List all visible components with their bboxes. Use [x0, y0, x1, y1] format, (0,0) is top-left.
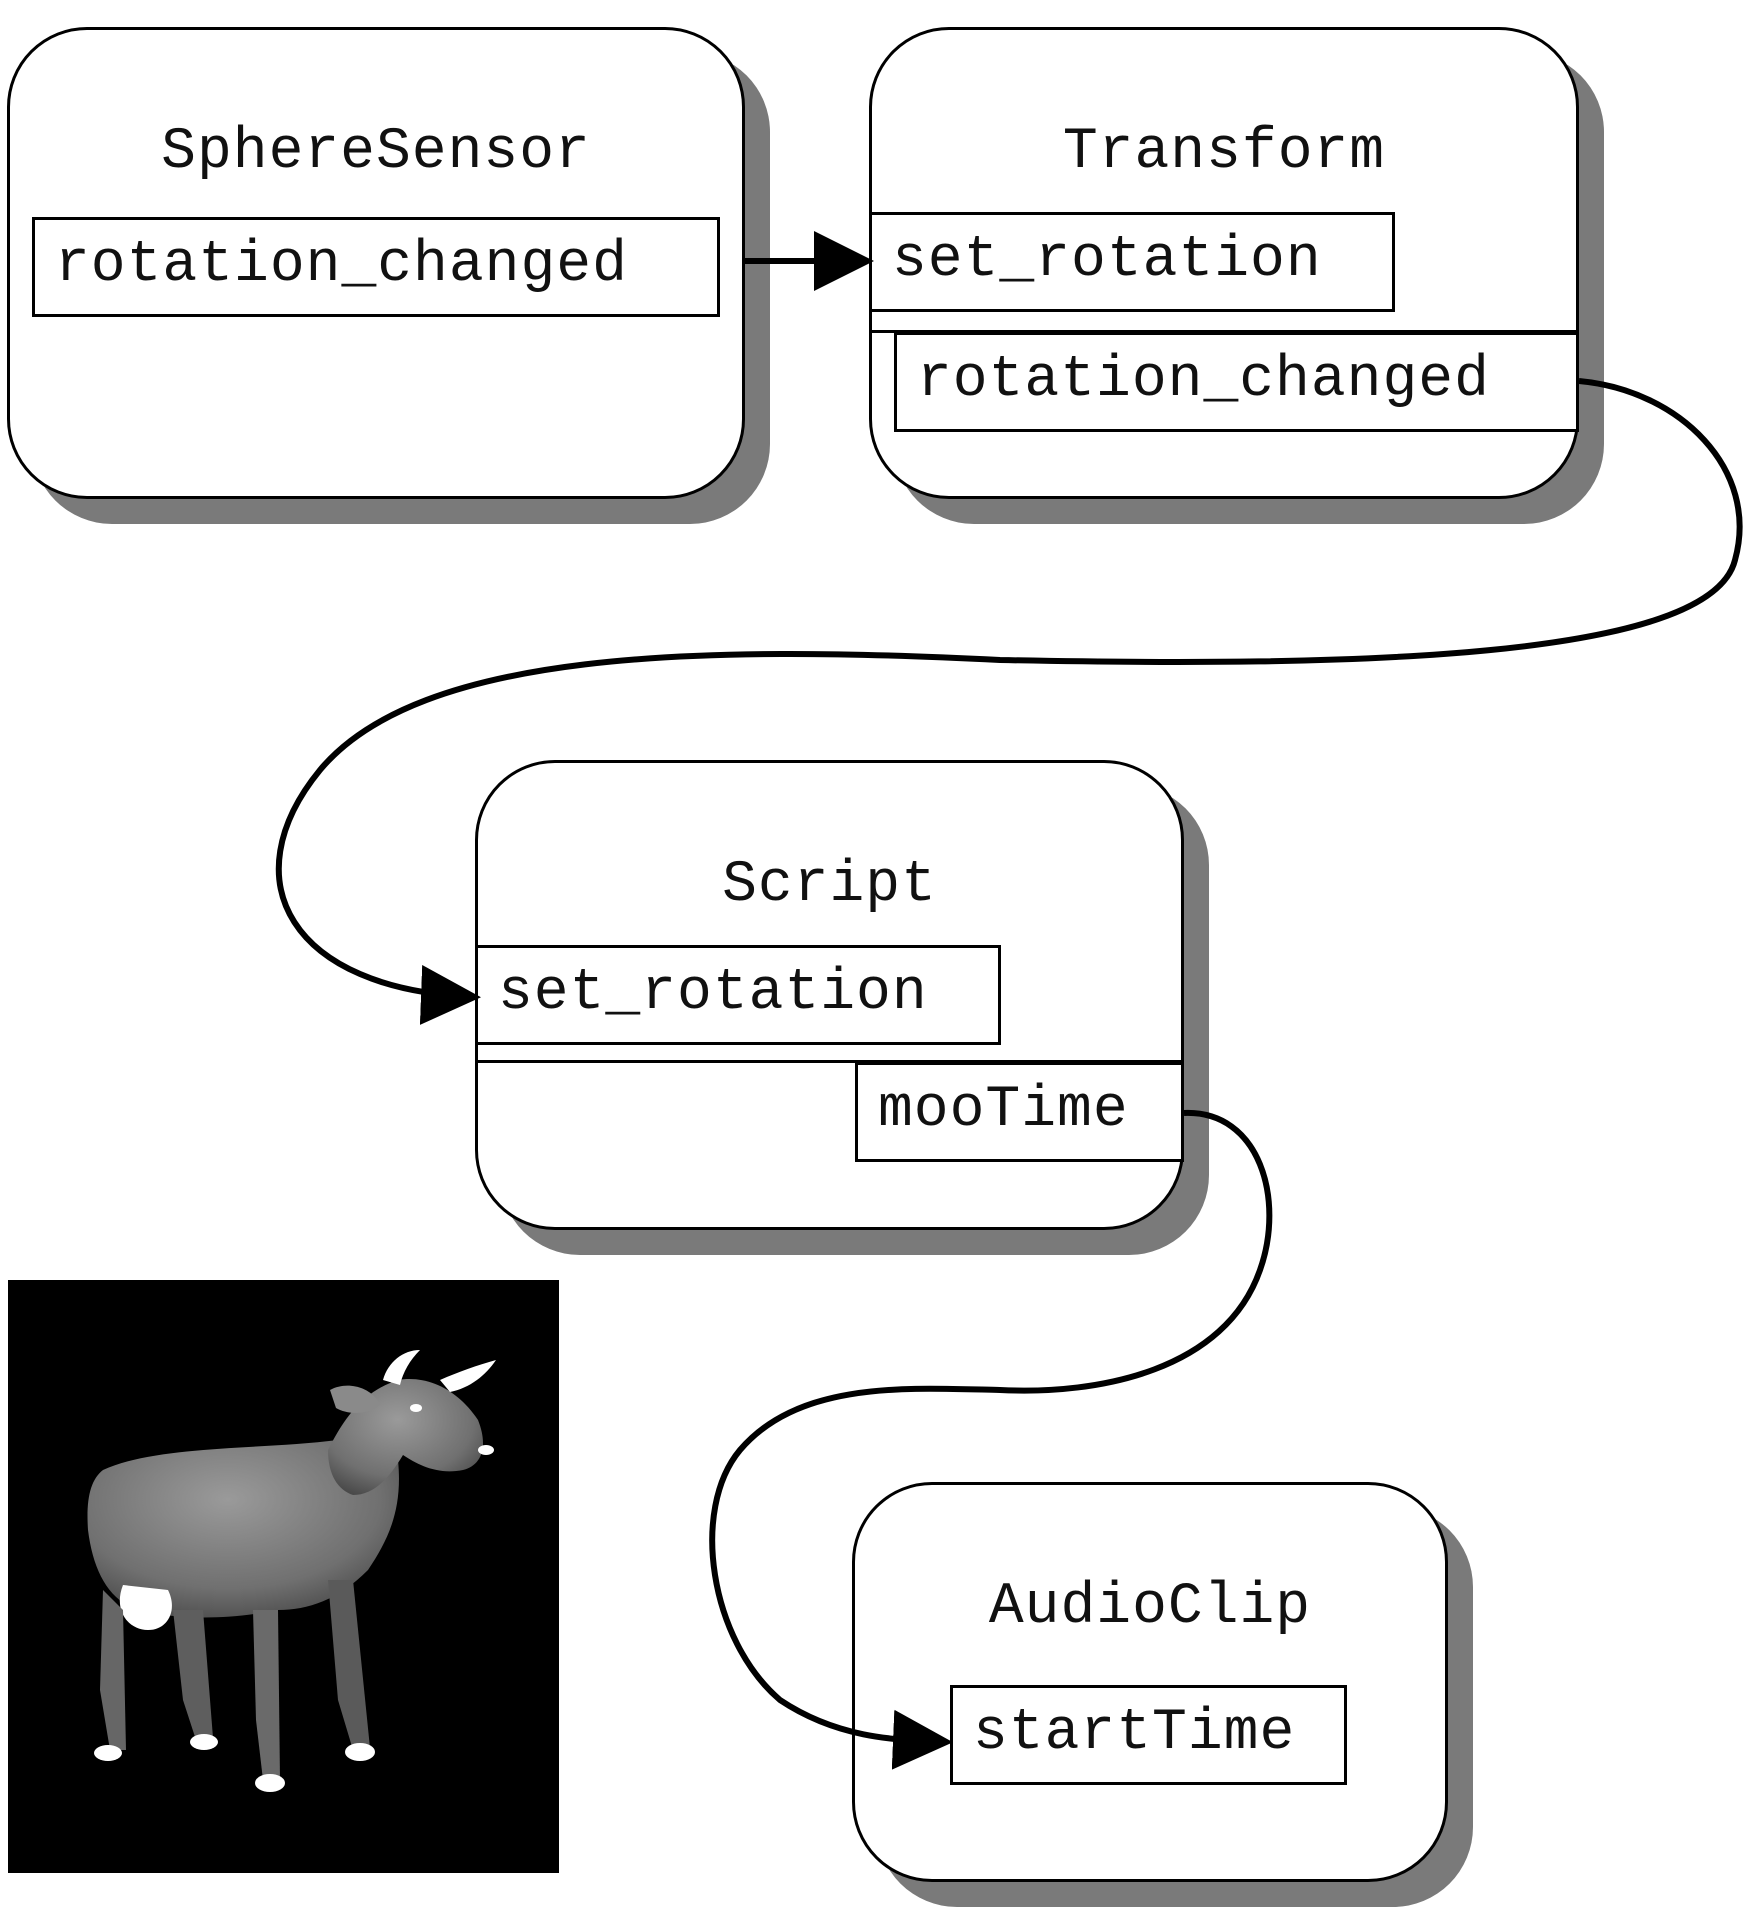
sphere-sensor-node: SphereSensor rotation_changed: [7, 27, 745, 499]
transform-title: Transform: [1062, 120, 1386, 185]
transform-divider: [869, 330, 1579, 333]
audio-clip-title: AudioClip: [988, 1575, 1312, 1640]
transform-node: Transform set_rotation rotation_changed: [869, 27, 1579, 499]
transform-rotation-changed-field: rotation_changed: [894, 332, 1579, 432]
route-transform-to-script: [275, 378, 1743, 1025]
script-set-rotation-field: set_rotation: [475, 945, 1001, 1045]
cow-image: [8, 1280, 559, 1873]
sphere-sensor-title: SphereSensor: [161, 120, 591, 185]
cow-icon: [87, 1350, 496, 1792]
route-script-to-audioclip: [709, 1109, 1273, 1770]
sphere-sensor-rotation-changed-field: rotation_changed: [32, 217, 720, 317]
audio-clip-starttime-field: startTime: [950, 1685, 1347, 1785]
transform-set-rotation-field: set_rotation: [869, 212, 1395, 312]
script-node: Script set_rotation mooTime: [475, 760, 1184, 1230]
script-title: Script: [722, 853, 937, 918]
script-divider: [475, 1060, 1184, 1063]
script-mootime-field: mooTime: [855, 1062, 1184, 1162]
audio-clip-node: AudioClip startTime: [852, 1482, 1448, 1882]
